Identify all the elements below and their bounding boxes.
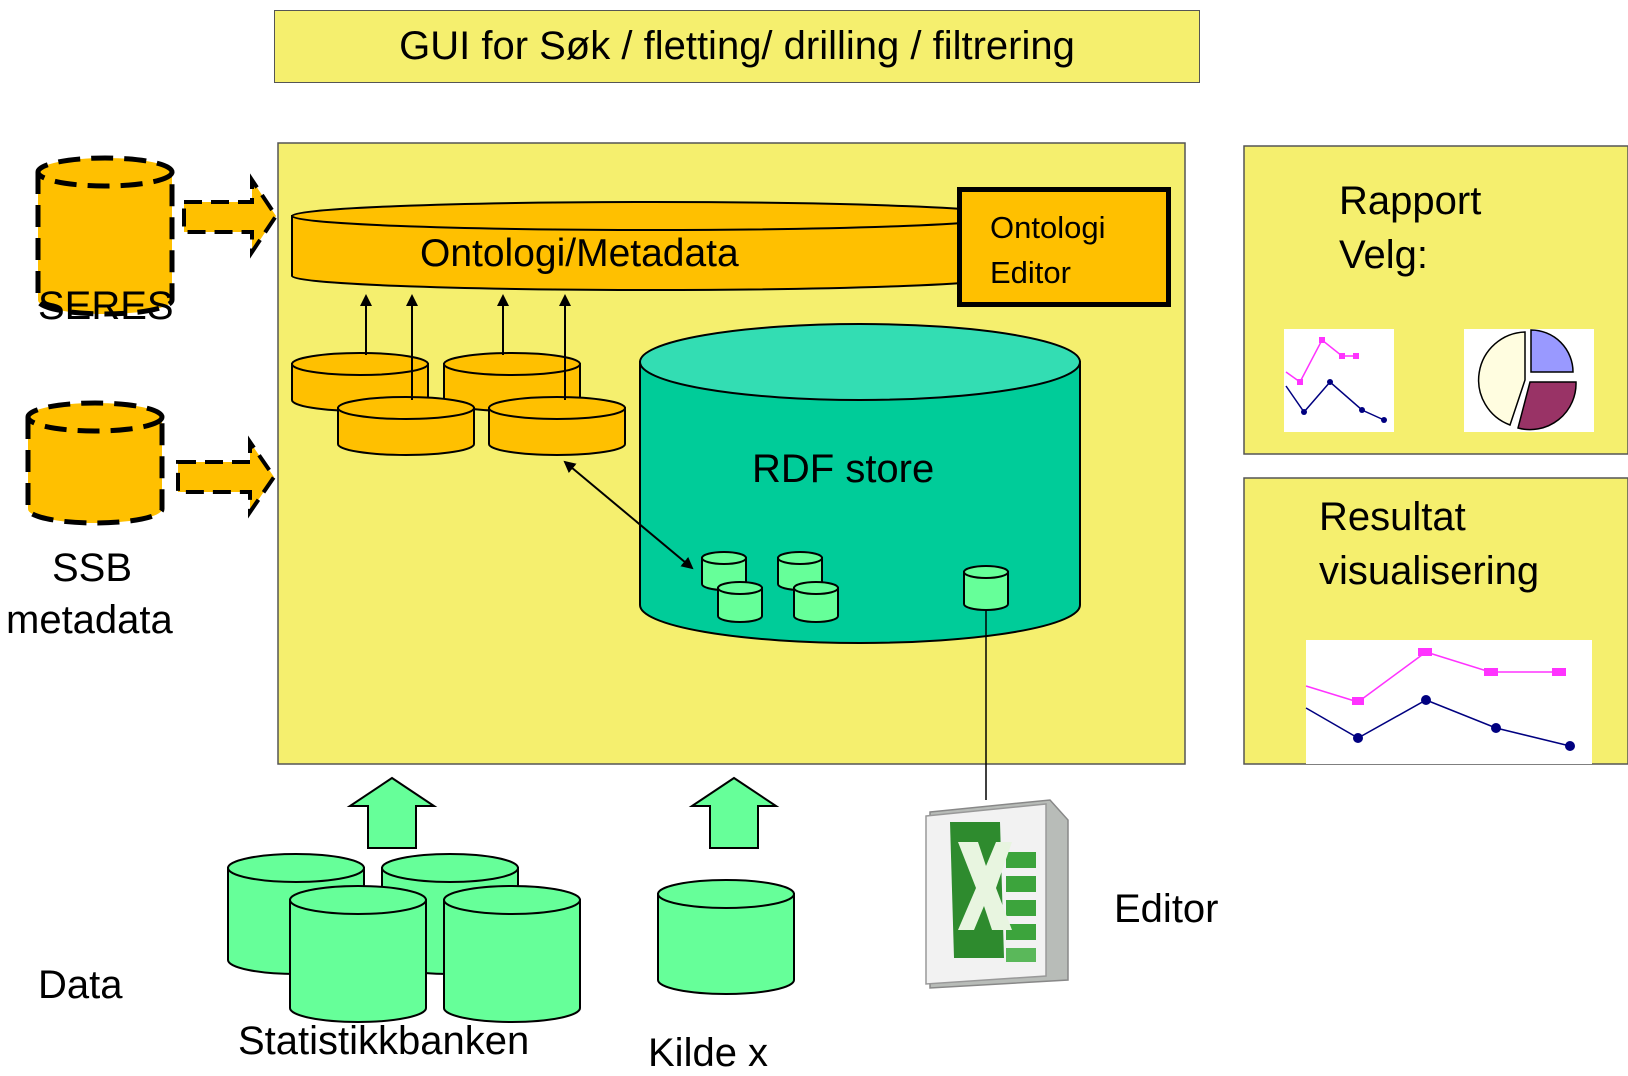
- statistikkbanken-label: Statistikkbanken: [238, 1019, 530, 1063]
- mapping-arrows: [360, 294, 571, 400]
- report-line1: Rapport: [1339, 179, 1482, 223]
- metadata-cylinders: [291, 352, 626, 456]
- ontology-cylinder: [291, 201, 1013, 291]
- ontology-editor-line1: Ontologi: [990, 210, 1106, 245]
- editor-label: Editor: [1114, 887, 1219, 931]
- excel-icon: [925, 799, 1069, 989]
- kilde-x-label: Kilde x: [648, 1031, 769, 1075]
- ssb-label-line2: metadata: [6, 598, 173, 642]
- report-line2: Velg:: [1339, 233, 1428, 277]
- result-line-chart: [1305, 640, 1592, 764]
- result-line1: Resultat: [1319, 495, 1466, 539]
- seres-cylinder: [35, 155, 175, 317]
- line-chart-icon: [1284, 329, 1394, 432]
- ontology-editor-box: Ontologi Editor: [957, 187, 1171, 307]
- gui-title-box: GUI for Søk / fletting/ drilling / filtr…: [274, 10, 1200, 83]
- seres-arrow: [182, 173, 279, 259]
- gui-title: GUI for Søk / fletting/ drilling / filtr…: [399, 24, 1075, 68]
- link-arrow: [563, 460, 694, 570]
- data-label: Data: [38, 963, 123, 1007]
- kilde-up-arrow: [688, 776, 780, 849]
- ssb-cylinder: [25, 400, 165, 526]
- pie-chart-icon: [1464, 329, 1594, 432]
- seres-label: SERES: [38, 284, 174, 328]
- statistikkbanken-up-arrow: [346, 776, 438, 849]
- ontology-editor-line2: Editor: [990, 254, 1071, 290]
- statistikkbanken-cylinders: [227, 853, 581, 1023]
- ontology-label: Ontologi/Metadata: [420, 232, 739, 275]
- ssb-label-line1: SSB: [52, 546, 133, 590]
- result-line2: visualisering: [1319, 549, 1540, 593]
- rdf-graph-cylinders: [701, 551, 1009, 623]
- kilde-x-cylinder: [657, 879, 795, 995]
- ssb-arrow: [176, 435, 277, 519]
- rdf-store-label: RDF store: [752, 447, 935, 491]
